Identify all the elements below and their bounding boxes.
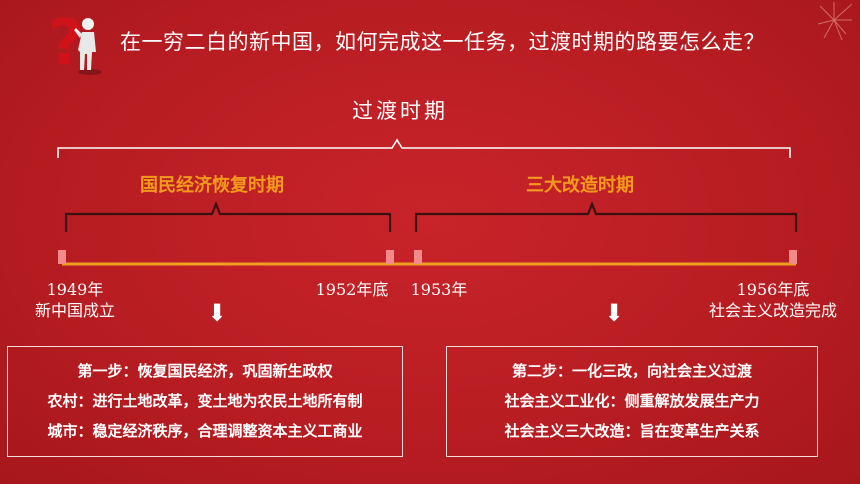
box-line: 第二步：一化三改，向社会主义过渡 <box>511 362 752 380</box>
step-one-box: 第一步：恢复国民经济，巩固新生政权 农村：进行土地改革，变土地为农民土地所有制 … <box>7 346 403 457</box>
tick-label-1949: 1949年 新中国成立 <box>34 280 115 320</box>
tick-label-1952: 1952年底 <box>315 280 389 299</box>
question-mark-figure-icon: ? <box>48 6 102 76</box>
marker-1952 <box>386 250 394 264</box>
marker-1949 <box>58 250 66 264</box>
svg-text:?: ? <box>48 6 84 76</box>
marker-1956 <box>789 250 797 264</box>
box-line: 社会主义三大改造：旨在变革生产关系 <box>504 422 760 440</box>
box-line: 城市：稳定经济秩序，合理调整资本主义工商业 <box>47 422 363 440</box>
box-line: 农村：进行土地改革，变土地为农民土地所有制 <box>47 392 363 410</box>
question-title: 在一穷二白的新中国，如何完成这一任务，过渡时期的路要怎么走？ <box>120 30 765 54</box>
marker-1953 <box>414 250 422 264</box>
period-brace <box>57 138 791 158</box>
transition-period-label: 过渡时期 <box>352 99 448 123</box>
tick-label-1956: 1956年底 社会主义改造完成 <box>708 280 837 320</box>
firework-icon <box>817 2 853 41</box>
step-two-box: 第二步：一化三改，向社会主义过渡 社会主义工业化：侧重解放发展生产力 社会主义三… <box>446 346 818 457</box>
tick-label-1953: 1953年 <box>410 280 468 299</box>
stage1-brace <box>64 201 392 232</box>
stage2-brace <box>414 201 798 232</box>
down-arrow-icon: ⬇ <box>604 298 625 327</box>
box-line: 第一步：恢复国民经济，巩固新生政权 <box>77 362 333 380</box>
stage-label-recovery: 国民经济恢复时期 <box>140 175 284 196</box>
box-line: 社会主义工业化：侧重解放发展生产力 <box>504 392 760 410</box>
stage-label-transformation: 三大改造时期 <box>526 175 634 196</box>
down-arrow-icon: ⬇ <box>207 298 228 327</box>
